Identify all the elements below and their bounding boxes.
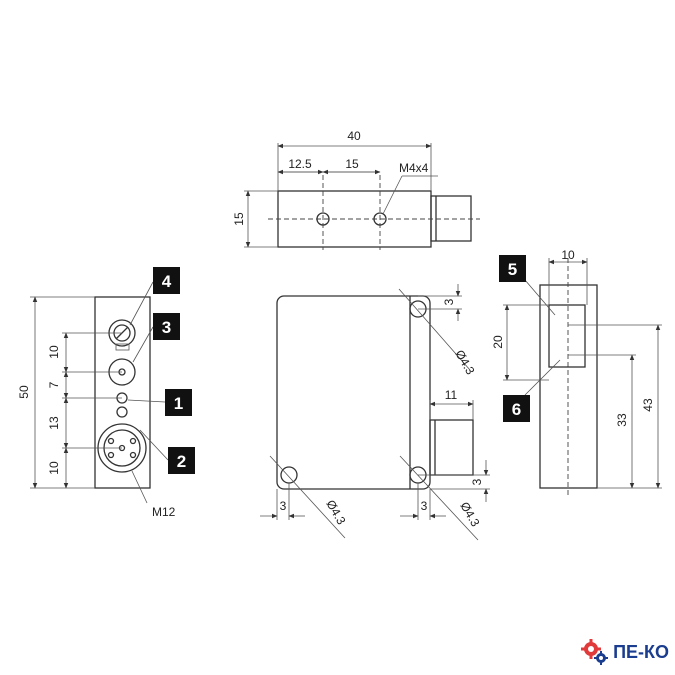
mount-hole — [280, 466, 298, 484]
dim-10b: 10 — [47, 461, 61, 475]
side-view: M12 50 10 7 13 10 4 3 1 2 — [17, 267, 195, 519]
connector-label: M12 — [152, 505, 176, 519]
dim-33: 33 — [615, 413, 629, 427]
brand-text: ПЕ-КО — [613, 641, 669, 662]
dim-total: 50 — [17, 385, 31, 399]
dim-top-r: 3 — [442, 298, 456, 305]
dim-10a: 10 — [47, 345, 61, 359]
dim-offset: 12.5 — [288, 157, 312, 171]
dim-20: 20 — [491, 335, 505, 349]
dim-side-r: 3 — [470, 478, 484, 485]
dim-height: 15 — [232, 212, 246, 226]
top-view: 40 12.5 15 M4x4 15 — [232, 129, 480, 250]
dim-br-hole: Ø4.3 — [457, 500, 482, 530]
gear-icon — [581, 639, 609, 665]
thread-label: M4x4 — [399, 161, 429, 175]
front-view-connector — [429, 419, 474, 476]
brand-logo: ПЕ-КО — [580, 637, 669, 667]
svg-text:6: 6 — [512, 400, 521, 419]
dim-7: 7 — [47, 381, 61, 388]
callout-4 — [153, 267, 180, 294]
dim-13: 13 — [47, 416, 61, 430]
svg-text:5: 5 — [508, 260, 517, 279]
callout-1 — [165, 389, 192, 416]
mount-hole — [316, 212, 330, 226]
dim-bl-x: 3 — [280, 499, 287, 513]
callout-2 — [168, 447, 195, 474]
end-view-window — [548, 304, 586, 368]
dim-overall: 40 — [347, 129, 361, 143]
dim-br-x: 3 — [421, 499, 428, 513]
front-view: 3 Ø4.3 11 3 3 Ø4.3 3 Ø4.3 — [260, 284, 490, 541]
dim-pitch: 15 — [345, 157, 359, 171]
top-view-connector — [430, 195, 472, 242]
dim-top-hole: Ø4.3 — [452, 348, 477, 378]
mount-hole — [373, 212, 387, 226]
svg-text:3: 3 — [162, 318, 171, 337]
side-view-housing — [94, 296, 151, 489]
status-led — [116, 406, 128, 418]
end-view-housing — [539, 284, 598, 489]
callout-6 — [503, 395, 530, 422]
callout-3 — [153, 313, 180, 340]
svg-text:2: 2 — [177, 452, 186, 471]
dim-11: 11 — [445, 388, 458, 402]
callout-5 — [499, 255, 526, 282]
dim-43: 43 — [641, 398, 655, 412]
svg-text:1: 1 — [174, 394, 183, 413]
dim-bl-hole: Ø4.3 — [323, 498, 348, 528]
front-view-housing — [276, 295, 431, 490]
end-view: 10 20 33 43 5 6 — [491, 248, 662, 495]
dim-width: 10 — [561, 248, 575, 262]
svg-text:4: 4 — [162, 272, 172, 291]
